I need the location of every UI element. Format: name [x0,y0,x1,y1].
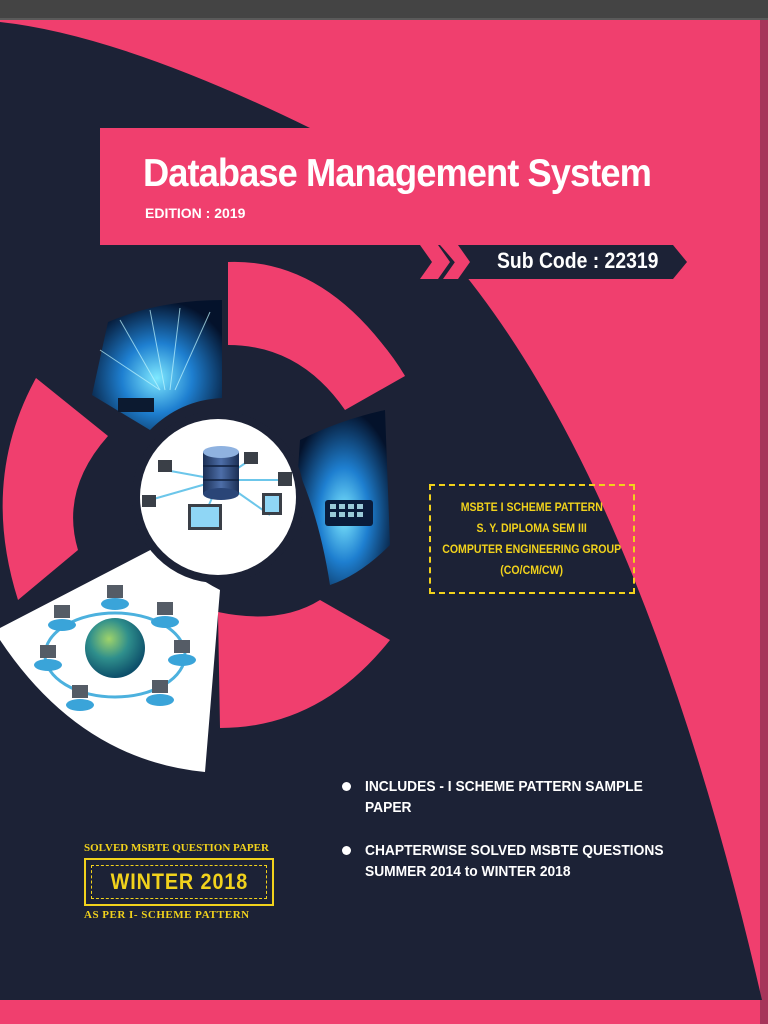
scheme-line: (CO/CM/CW) [500,563,564,577]
data-stream-image [92,300,222,430]
page-edge-shadow [760,20,768,1024]
feature-bullet: INCLUDES - I SCHEME PATTERN SAMPLE PAPER [342,776,667,818]
sub-code-label: Sub Code : 22319 [497,248,659,273]
scheme-pattern-box: MSBTE I SCHEME PATTERN S. Y. DIPLOMA SEM… [429,484,635,594]
laptop-icon [34,585,196,711]
scheme-line: COMPUTER ENGINEERING GROUP [442,542,622,556]
winter-badge-label: WINTER 2018 [110,869,248,894]
bullet-text: INCLUDES - I SCHEME PATTERN SAMPLE PAPER [365,776,643,818]
pink-arc-top [228,261,405,410]
toolbar-divider [0,18,768,20]
pink-arc-lower [218,600,390,728]
scheme-line: S. Y. DIPLOMA SEM III [476,521,588,535]
edition-label: EDITION : 2019 [145,205,246,221]
feature-bullet: CHAPTERWISE SOLVED MSBTE QUESTIONS SUMME… [342,840,689,882]
keyboard-code-image [298,410,390,585]
pink-arc-left [2,378,108,600]
bullet-line: PAPER [365,799,412,816]
book-title: Database Management System [143,152,652,195]
globe-network-icon [85,618,145,678]
bullet-line: SUMMER 2014 to WINTER 2018 [365,863,571,880]
bullet-line: CHAPTERWISE SOLVED MSBTE QUESTIONS [365,842,664,859]
bullet-icon [342,782,351,791]
scheme-line: MSBTE I SCHEME PATTERN [460,500,604,514]
sub-code-ribbon [458,245,687,279]
bullet-line: INCLUDES - I SCHEME PATTERN SAMPLE [365,778,643,795]
badge-bottom-text: AS PER I- SCHEME PATTERN [84,909,250,921]
badge-top-text: SOLVED MSBTE QUESTION PAPER [84,842,269,854]
database-server-icon [203,446,239,500]
chevron-icon-1 [420,245,450,279]
winter-badge: WINTER 2018 [84,858,274,906]
data-stream-lines [99,307,211,391]
server-rack-icon [118,398,154,412]
viewer-toolbar [0,0,768,20]
bullet-icon [342,846,351,855]
cover-bottom-band [0,1000,768,1024]
winter-badge-inner: WINTER 2018 [91,865,267,899]
bullet-text: CHAPTERWISE SOLVED MSBTE QUESTIONS SUMME… [365,840,664,882]
